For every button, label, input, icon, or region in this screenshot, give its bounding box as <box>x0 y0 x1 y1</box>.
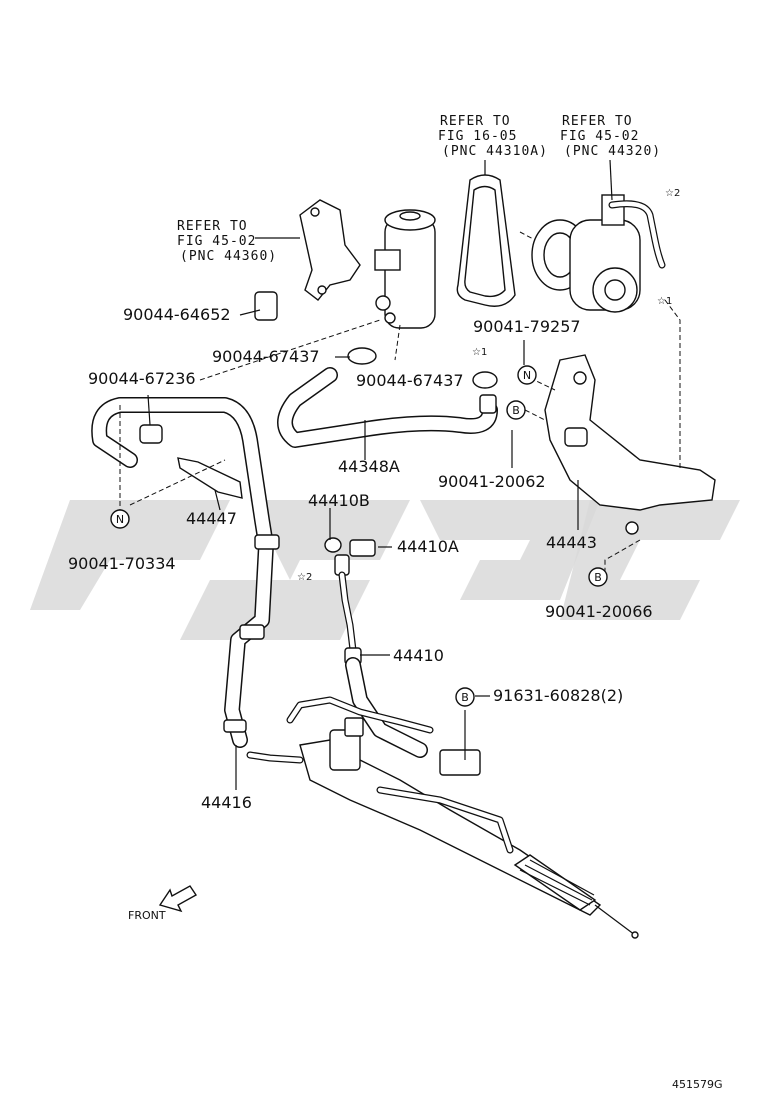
part-label-90044-67236: 90044-67236 <box>88 369 196 388</box>
hose-clamps <box>254 291 498 414</box>
reference-note-3: REFER TO FIG 45-02 (PNC 44360) <box>177 219 277 264</box>
part-label-90041-70334: 90041-70334 <box>68 554 176 573</box>
watermark <box>30 500 740 640</box>
reference-1-line1: REFER TO <box>440 114 511 129</box>
part-label-91631-60828: 91631-60828(2) <box>493 686 623 705</box>
reference-2-line2: FIG 45-02 <box>560 129 639 144</box>
callout-b-3: B <box>455 687 475 707</box>
part-label-44410b: 44410B <box>308 491 370 510</box>
part-label-44447: 44447 <box>186 509 237 528</box>
front-indicator: FRONT <box>128 885 198 922</box>
part-label-44410: 44410 <box>393 646 444 665</box>
callout-b-2: B <box>588 567 608 587</box>
callout-n-1: N <box>517 365 537 385</box>
callout-b-2-text: B <box>594 571 602 584</box>
part-label-90044-64652: 90044-64652 <box>123 305 231 324</box>
part-label-44416: 44416 <box>201 793 252 812</box>
callout-n-2-text: N <box>116 513 124 526</box>
part-label-90041-20066: 90041-20066 <box>545 602 653 621</box>
star-mark-2-line: ☆2 <box>297 572 312 583</box>
reference-1-line2: FIG 16-05 <box>438 129 517 144</box>
part-label-90044-67437-a: 90044-67437 <box>212 347 320 366</box>
leader-lines <box>119 159 681 790</box>
part-labels: 90044-64652 90044-67437 90044-67437 9004… <box>68 305 653 812</box>
steering-rack <box>246 696 639 939</box>
part-label-90044-67437-b: 90044-67437 <box>356 371 464 390</box>
front-label: FRONT <box>128 909 166 922</box>
pump-bracket <box>544 354 716 535</box>
part-label-90041-79257: 90041-79257 <box>473 317 581 336</box>
power-steering-pump <box>531 194 666 313</box>
star-marks: ☆2 ☆1 ☆1 ☆2 <box>297 188 680 583</box>
front-arrow-icon <box>158 885 198 913</box>
callout-n-2: N <box>110 509 130 529</box>
part-label-90041-20062: 90041-20062 <box>438 472 546 491</box>
reference-note-1: REFER TO FIG 16-05 (PNC 44310A) <box>438 114 548 159</box>
reference-3-line3: (PNC 44360) <box>180 249 277 264</box>
callout-b-1: B <box>506 400 526 420</box>
drive-belt <box>456 174 516 307</box>
part-label-44410a: 44410A <box>397 537 459 556</box>
star-mark-1-hose: ☆1 <box>472 347 487 358</box>
reference-3-line2: FIG 45-02 <box>177 234 256 249</box>
part-label-44348a: 44348A <box>338 457 400 476</box>
diagram-id: 451579G <box>672 1078 723 1091</box>
part-label-44443: 44443 <box>546 533 597 552</box>
reservoir-assembly <box>299 199 436 329</box>
star-mark-1-pump: ☆1 <box>657 296 672 307</box>
return-hose <box>277 367 498 448</box>
reference-1-line3: (PNC 44310A) <box>442 144 548 159</box>
reference-2-line3: (PNC 44320) <box>564 144 661 159</box>
reference-3-line1: REFER TO <box>177 219 248 234</box>
suction-hose <box>91 397 280 748</box>
star-mark-2-pump: ☆2 <box>665 188 680 199</box>
callout-b-1-text: B <box>512 404 520 417</box>
clamp-bracket <box>177 457 243 499</box>
callout-b-3-text: B <box>461 691 469 704</box>
reference-2-line1: REFER TO <box>562 114 633 129</box>
callout-n-1-text: N <box>523 369 531 382</box>
reference-note-2: REFER TO FIG 45-02 (PNC 44320) <box>560 114 661 159</box>
